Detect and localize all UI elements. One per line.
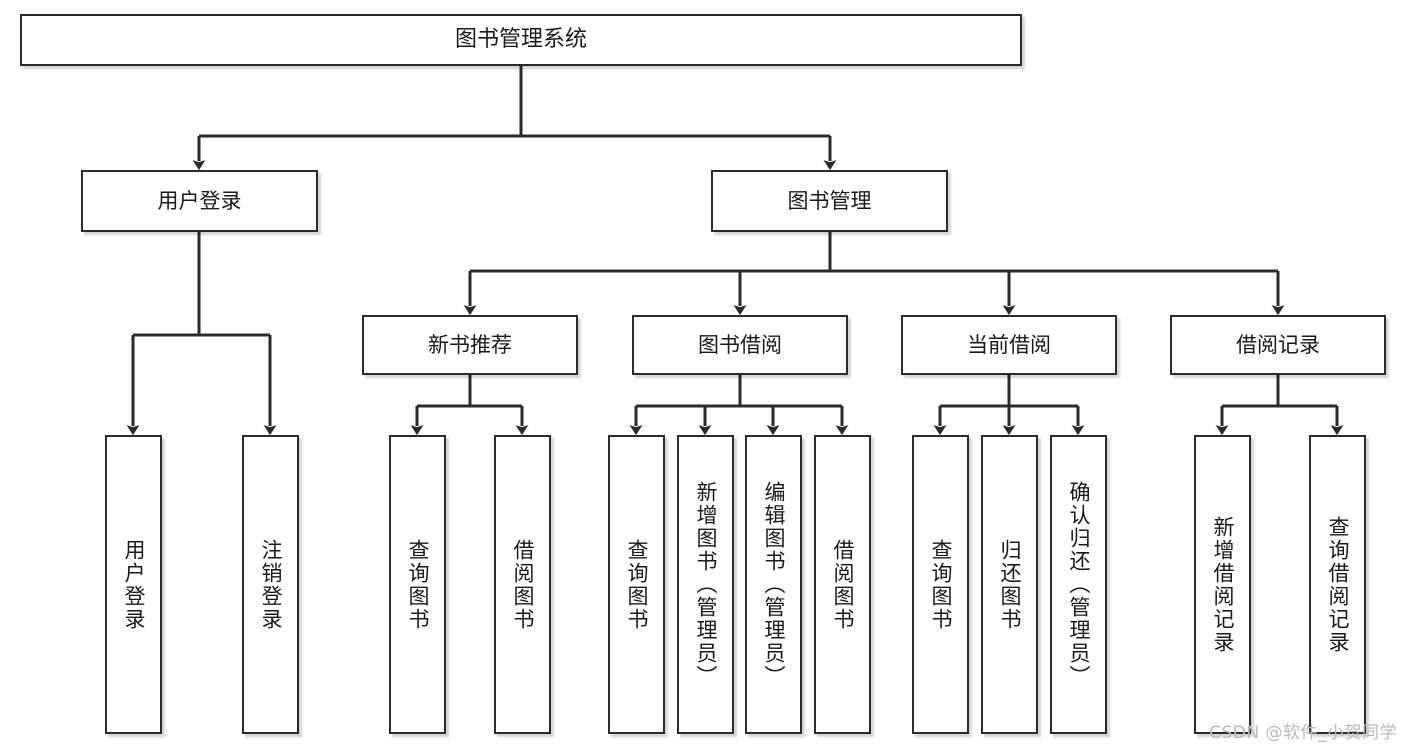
leaf-borrow-edit-book[interactable]: 编辑图书（管理员）: [745, 435, 802, 734]
leaf-current-return-book[interactable]: 归还图书: [981, 435, 1038, 734]
node-borrow-record-label: 借阅记录: [1236, 332, 1320, 357]
node-book-management-label: 图书管理: [787, 188, 872, 213]
node-book-management[interactable]: 图书管理: [711, 170, 948, 232]
leaf-newbook-borrow-book[interactable]: 借阅图书: [494, 435, 551, 734]
node-new-book-recommend[interactable]: 新书推荐: [362, 315, 578, 375]
leaf-current-confirm-return[interactable]: 确认归还（管理员）: [1050, 435, 1107, 734]
leaf-newbook-query-book-label: 查询图书: [406, 538, 430, 631]
node-new-book-recommend-label: 新书推荐: [428, 332, 512, 357]
leaf-logout[interactable]: 注销登录: [242, 435, 299, 734]
leaf-newbook-query-book[interactable]: 查询图书: [389, 435, 446, 734]
leaf-record-add[interactable]: 新增借阅记录: [1194, 435, 1251, 734]
node-current-borrow-label: 当前借阅: [967, 332, 1051, 357]
leaf-borrow-borrow-book[interactable]: 借阅图书: [814, 435, 871, 734]
leaf-newbook-borrow-book-label: 借阅图书: [511, 538, 535, 631]
node-root[interactable]: 图书管理系统: [20, 14, 1022, 66]
leaf-user-login[interactable]: 用户登录: [105, 435, 162, 734]
node-book-borrow-label: 图书借阅: [698, 332, 782, 357]
leaf-current-confirm-return-label: 确认归还（管理员）: [1067, 481, 1091, 688]
node-current-borrow[interactable]: 当前借阅: [901, 315, 1117, 375]
leaf-record-query[interactable]: 查询借阅记录: [1309, 435, 1366, 734]
leaf-record-query-label: 查询借阅记录: [1326, 515, 1350, 654]
leaf-current-return-book-label: 归还图书: [998, 538, 1022, 631]
node-root-label: 图书管理系统: [454, 27, 587, 53]
node-user-login-label: 用户登录: [157, 188, 242, 213]
leaf-borrow-query-book-label: 查询图书: [625, 538, 649, 631]
node-book-borrow[interactable]: 图书借阅: [632, 315, 848, 375]
leaf-logout-label: 注销登录: [259, 538, 283, 631]
leaf-current-query-book-label: 查询图书: [929, 538, 953, 631]
leaf-borrow-add-book-label: 新增图书（管理员）: [694, 481, 718, 688]
leaf-borrow-edit-book-label: 编辑图书（管理员）: [762, 481, 786, 688]
leaf-borrow-add-book[interactable]: 新增图书（管理员）: [677, 435, 734, 734]
leaf-borrow-borrow-book-label: 借阅图书: [831, 538, 855, 631]
node-borrow-record[interactable]: 借阅记录: [1170, 315, 1386, 375]
leaf-record-add-label: 新增借阅记录: [1211, 515, 1235, 654]
node-user-login[interactable]: 用户登录: [81, 170, 318, 232]
leaf-user-login-label: 用户登录: [122, 538, 146, 631]
leaf-borrow-query-book[interactable]: 查询图书: [608, 435, 665, 734]
leaf-current-query-book[interactable]: 查询图书: [912, 435, 969, 734]
